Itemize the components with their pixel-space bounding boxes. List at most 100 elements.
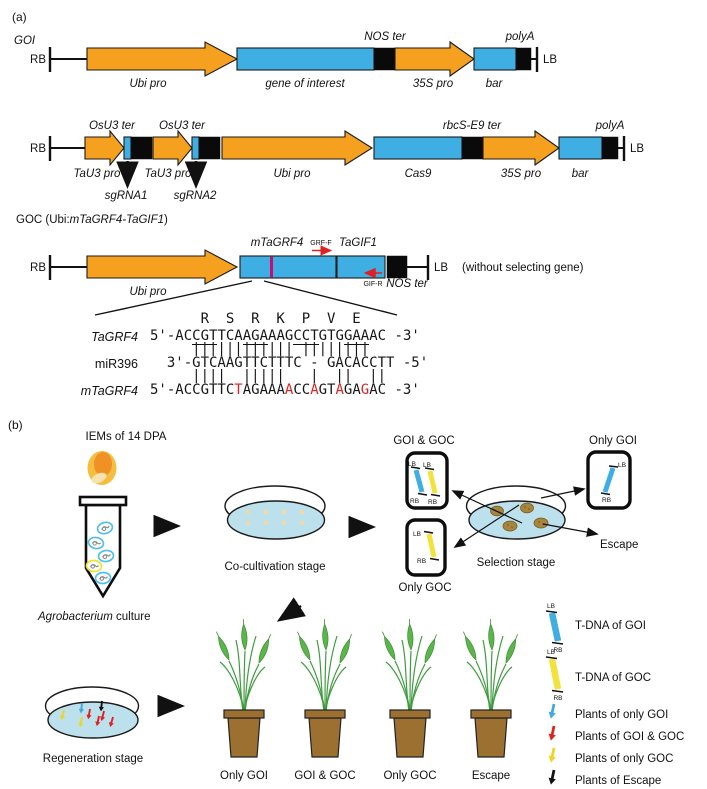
osu3-terminator-box-1 [130, 136, 153, 160]
tagrf4-sequence: 5'-ACCGTTCAAGAAAGCCTGTGGAAAC -3' [150, 328, 420, 345]
osu3-terminator-box-2 [198, 136, 221, 160]
goc-construct-title: GOC (Ubi:mTaGRF4-TaGIF1) [16, 214, 168, 226]
rbcs-terminator-box [461, 136, 484, 160]
rb-label: RB [30, 54, 46, 66]
ubi-pro-label: Ubi pro [129, 78, 167, 90]
zoom-line-right [263, 280, 398, 316]
bar-label: bar [486, 78, 504, 90]
tagif1-box [336, 255, 386, 279]
lb-label: LB [434, 262, 448, 274]
nos-terminator-box [386, 255, 408, 279]
ubi-promoter-arrow [86, 249, 239, 285]
match-bars: |||| ||||| | || || [150, 368, 387, 384]
arrow-to-only-goi [540, 486, 586, 499]
lb-label: LB [543, 54, 557, 66]
tagrf4-row-label: TaGRF4 [91, 330, 138, 344]
goi-goc-cell-box: LB LB RB RB [405, 451, 449, 510]
legend-plants-escape: Plants of Escape [575, 775, 661, 787]
osu3-ter-label-2: OsU3 ter [159, 120, 206, 132]
panel-a: (a) GOI RB LB NOS ter polyA Ubi pro gene… [12, 10, 644, 316]
rb-tag: RB [602, 497, 611, 504]
mir396-row-label: miR396 [94, 357, 138, 371]
escape-label: Escape [600, 539, 638, 551]
lb-tag: LB [547, 649, 555, 656]
ubi-pro-label: Ubi pro [129, 286, 167, 298]
iems-label: IEMs of 14 DPA [86, 431, 167, 443]
match-bars-1: |||||||||||| |||||||| [0, 342, 707, 357]
rb-tag: RB [428, 499, 437, 506]
only-goi-box-label: Only GOI [589, 435, 637, 447]
nos-ter-label: NOS ter [386, 278, 429, 290]
arrow-to-escape [542, 523, 599, 537]
cas9-label: Cas9 [405, 168, 432, 180]
goi-goc-box-label: GOI & GOC [393, 435, 454, 447]
legend-plants-goi-goc: Plants of GOI & GOC [575, 731, 684, 743]
legend-plants-only-goi: Plants of only GOI [575, 709, 668, 721]
legend-arrow-black [545, 767, 559, 787]
match-bars: |||||||||||| |||||||| [150, 341, 370, 357]
sgrna1-spacer-box [123, 136, 132, 160]
selection-dish [465, 485, 567, 540]
tdna-goc-bar [426, 533, 437, 558]
goc-title-suffix: ) [164, 214, 168, 226]
regeneration-stage-label: Regeneration stage [43, 753, 143, 765]
pot-label-only-goi: Only GOI [220, 770, 268, 782]
arrow-to-goi-goc [451, 490, 523, 524]
mir396-site-mark [270, 256, 273, 278]
rb-tag: RB [553, 647, 562, 654]
gene-of-interest-box [236, 47, 375, 71]
rb-label: RB [30, 143, 46, 155]
sgrna1-label: sgRNA1 [105, 190, 148, 202]
lb-tag: LB [423, 462, 431, 469]
cocultivation-dish [224, 485, 326, 540]
polya-label: polyA [505, 31, 535, 43]
legend-tdna-goi-label: T-DNA of GOI [575, 620, 646, 632]
pot-label-goi-goc: GOI & GOC [294, 770, 355, 782]
goc-title-italic: mTaGRF4-TaGIF1 [70, 214, 164, 226]
tdna-goc-bar [427, 470, 438, 494]
rbcs-e9-ter-label: rbcS-E9 ter [443, 120, 502, 132]
arrow-to-only-goc [453, 504, 520, 548]
lb-tag: LB [547, 603, 555, 610]
lb-tag: LB [413, 531, 421, 538]
amino-acids: R S R K P V E [150, 311, 361, 327]
bar-gene-box [558, 136, 603, 160]
goi-construct-title: GOI [14, 35, 36, 47]
goc-title-prefix: GOC (Ubi: [16, 214, 70, 226]
nos-terminator-box [373, 47, 396, 71]
mir396-row: miR396 3'-GTCAAGTTCTTTC - GACACCTT -5' [0, 356, 707, 371]
legend-arrow-red [545, 723, 559, 743]
legend-tdna-goc-bar [548, 658, 562, 690]
osu3-ter-label-1: OsU3 ter [89, 120, 136, 132]
tau3-promoter-arrow-1 [84, 129, 125, 167]
rb-tag: RB [410, 498, 419, 505]
35s-promoter-arrow [394, 40, 475, 78]
tdna-goi-bar [602, 467, 616, 493]
culture-text: culture [113, 611, 151, 623]
bar-label: bar [572, 168, 590, 180]
agrobacterium-tube-icon [78, 495, 128, 599]
ubi-promoter-arrow [221, 130, 374, 166]
zoom-line-left [94, 280, 253, 316]
embryo-icon [87, 451, 117, 485]
flow-arrow-down [276, 597, 306, 622]
legend-arrow-yellow [545, 745, 559, 765]
pot-label-only-goc: Only GOC [383, 770, 436, 782]
tdna-goi-bar [413, 469, 425, 493]
gene-of-interest-label: gene of interest [265, 78, 345, 90]
mir396-sequence: 3'-GTCAAGTTCTTTC - GACACCTT -5' [150, 355, 429, 371]
only-goc-cell-box: LB RB [405, 518, 447, 577]
cas9-box [373, 136, 463, 160]
match-bars-2: |||| ||||| | || || [0, 369, 707, 384]
only-goi-cell-box: LB RB [586, 450, 632, 510]
agrobacterium-culture-label: Agrobacterium culture [37, 611, 151, 623]
ubi-pro-label: Ubi pro [273, 168, 311, 180]
pot-plant-only-goi [214, 619, 273, 758]
agrobacterium-italic: Agrobacterium [37, 611, 113, 623]
mtagrf4-sequence: 5'-ACCGTTCTAGAAAACCAGTAGAGAC -3' [150, 382, 420, 398]
pot-plant-goi-goc [295, 619, 354, 758]
amino-acid-row: R S R K P V E [0, 312, 707, 327]
lb-tag: LB [618, 462, 626, 469]
legend-arrow-blue [545, 701, 559, 721]
